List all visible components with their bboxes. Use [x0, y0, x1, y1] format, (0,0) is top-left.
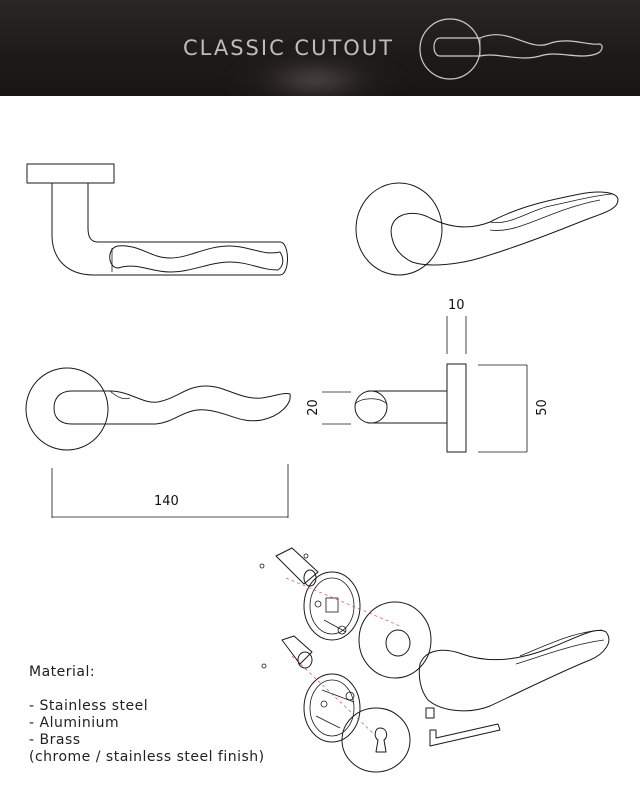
header-banner: CLASSIC CUTOUT	[0, 0, 640, 96]
material-heading: Material:	[29, 664, 96, 680]
side-view-drawing	[322, 316, 528, 453]
dimension-rose-thickness-label: 10	[448, 298, 465, 313]
material-item: (chrome / stainless steel finish)	[29, 749, 265, 765]
handle-logo-icon	[419, 18, 603, 80]
front-view-drawing	[25, 367, 291, 518]
material-list: Material: - Stainless steel - Aluminium …	[29, 664, 265, 766]
material-item: - Brass	[29, 732, 81, 748]
material-item: - Aluminium	[29, 715, 120, 731]
page-title: CLASSIC CUTOUT	[183, 36, 394, 60]
dimension-length-label: 140	[154, 494, 179, 509]
header-glow	[230, 50, 400, 96]
dimension-handle-diameter-label: 20	[305, 399, 321, 416]
perspective-view-drawing	[355, 182, 619, 276]
dimension-rose-diameter-label: 50	[534, 399, 550, 416]
technical-drawing	[25, 163, 619, 773]
material-item: - Stainless steel	[29, 698, 149, 714]
exploded-view-drawing	[259, 547, 610, 773]
top-view-drawing	[26, 163, 288, 276]
